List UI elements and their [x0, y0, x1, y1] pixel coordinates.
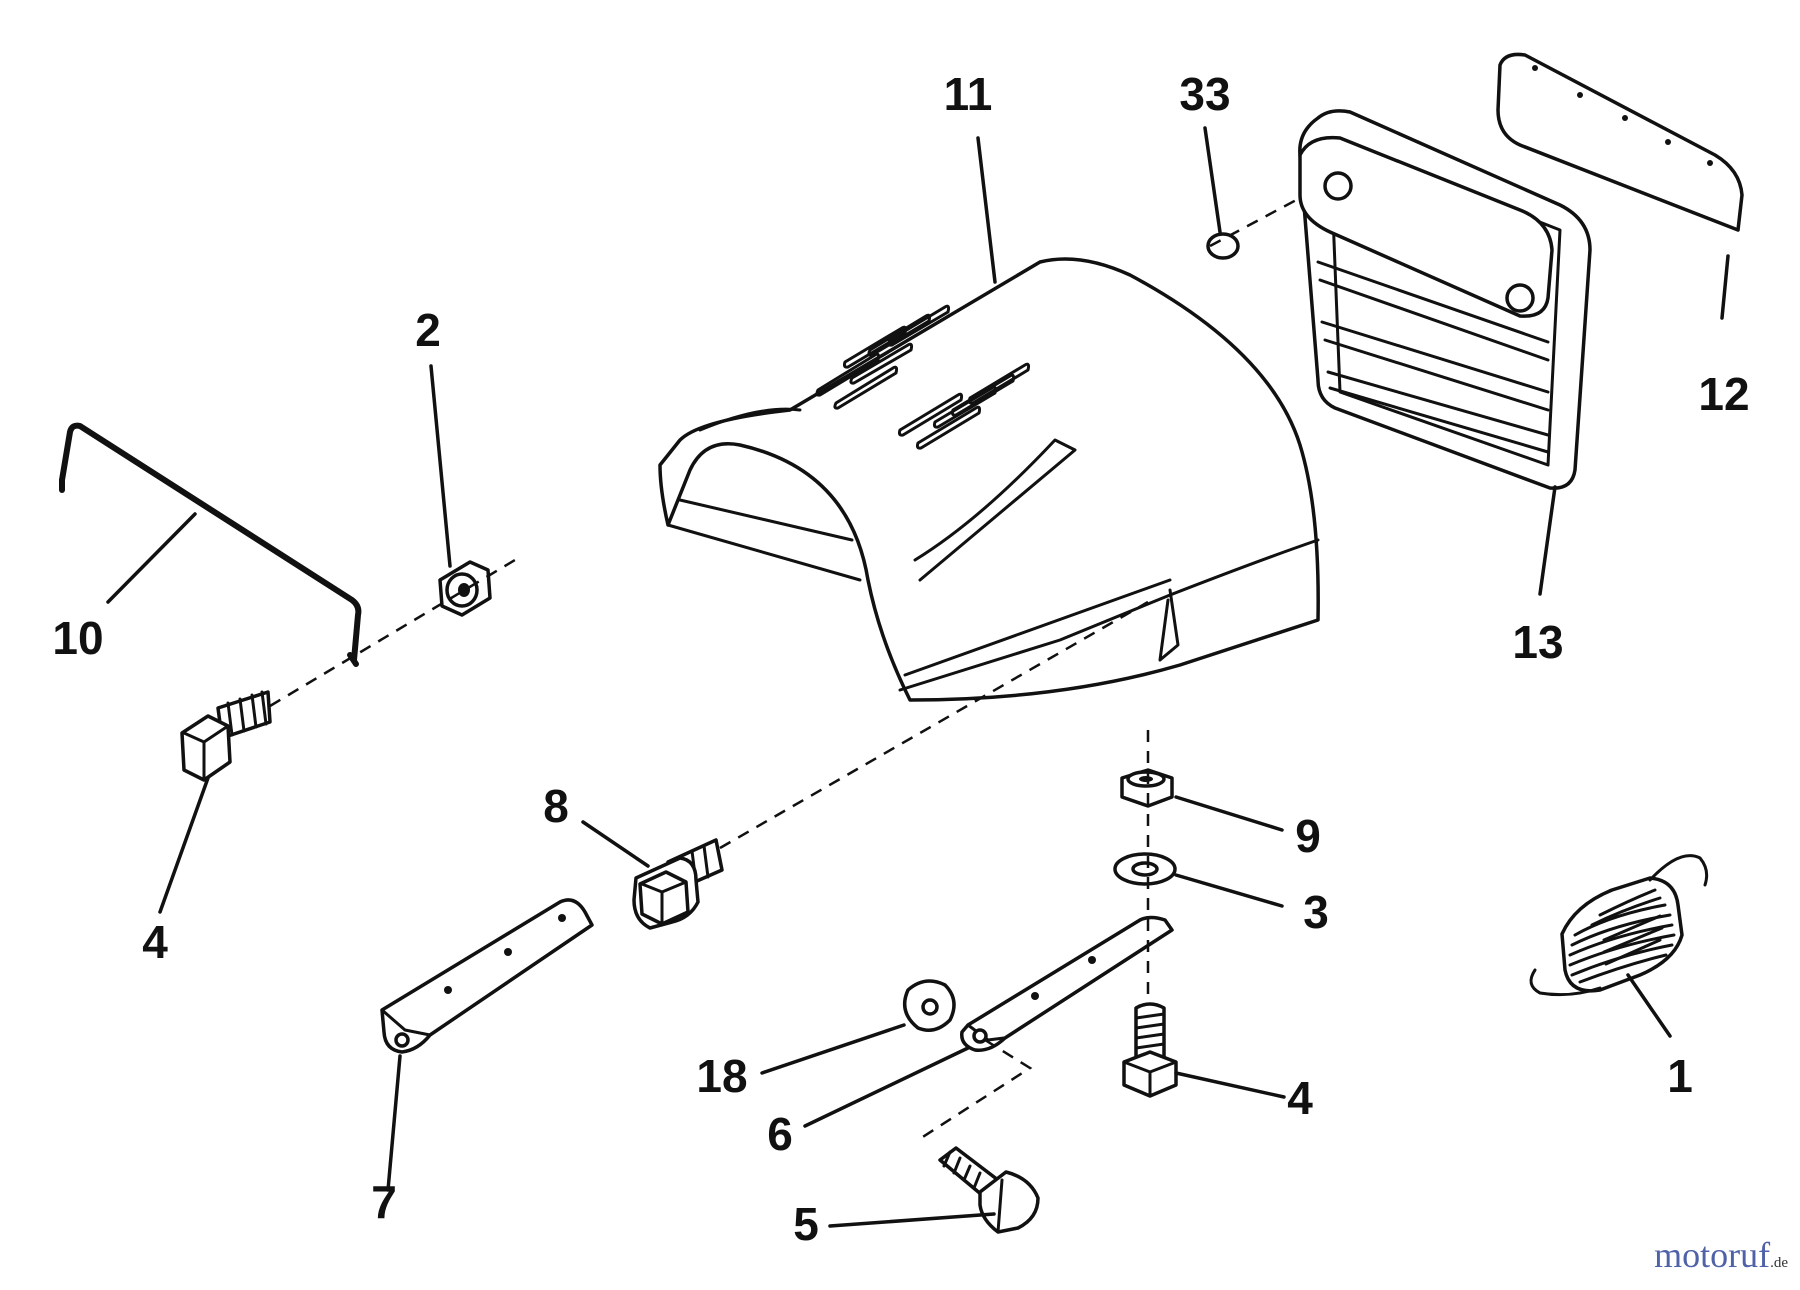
hood-cover-part-11 — [658, 257, 1320, 702]
callout-18: 18 — [696, 1050, 747, 1102]
bolt-part-4-right — [1122, 1002, 1178, 1098]
assembly-lines — [269, 196, 1301, 1142]
callout-12: 12 — [1698, 368, 1749, 420]
bracket-part-7 — [380, 898, 594, 1054]
washer-part-3 — [1113, 852, 1177, 886]
callout-10: 10 — [52, 612, 103, 664]
washer-part-18 — [902, 979, 956, 1032]
callout-1: 1 — [1667, 1050, 1693, 1102]
bolt-part-5 — [938, 1146, 1040, 1234]
bolt-part-4-left — [180, 690, 272, 782]
callout-33: 33 — [1179, 68, 1230, 120]
watermark-logo: motoruf.de — [1654, 1234, 1788, 1276]
nut-part-2 — [438, 560, 492, 617]
nut-part-9 — [1120, 768, 1174, 808]
callout-3: 3 — [1303, 886, 1329, 938]
callout-11: 11 — [944, 68, 993, 120]
callout-2: 2 — [415, 304, 441, 356]
plug-part-33 — [1206, 232, 1240, 260]
flange-bolt-part-8 — [632, 838, 724, 930]
callout-4-right: 4 — [1287, 1072, 1313, 1124]
callout-6: 6 — [767, 1108, 793, 1160]
callout-labels: 11 33 2 12 10 13 8 9 3 4 18 4 1 6 7 5 — [52, 68, 1749, 1250]
grille-part-13 — [1298, 109, 1592, 490]
callout-4-left: 4 — [142, 916, 168, 968]
callout-9: 9 — [1295, 810, 1321, 862]
leader-lines — [106, 126, 1730, 1228]
emblem-part-12 — [1496, 52, 1744, 232]
callout-8: 8 — [543, 780, 569, 832]
callout-7: 7 — [371, 1176, 397, 1228]
callout-13: 13 — [1512, 616, 1563, 668]
spring-part-1 — [1529, 854, 1709, 997]
watermark-brand: motoruf — [1654, 1235, 1771, 1275]
watermark-tld: .de — [1770, 1255, 1788, 1271]
hood-rod-part-10 — [59, 422, 362, 667]
callout-5: 5 — [793, 1198, 819, 1250]
